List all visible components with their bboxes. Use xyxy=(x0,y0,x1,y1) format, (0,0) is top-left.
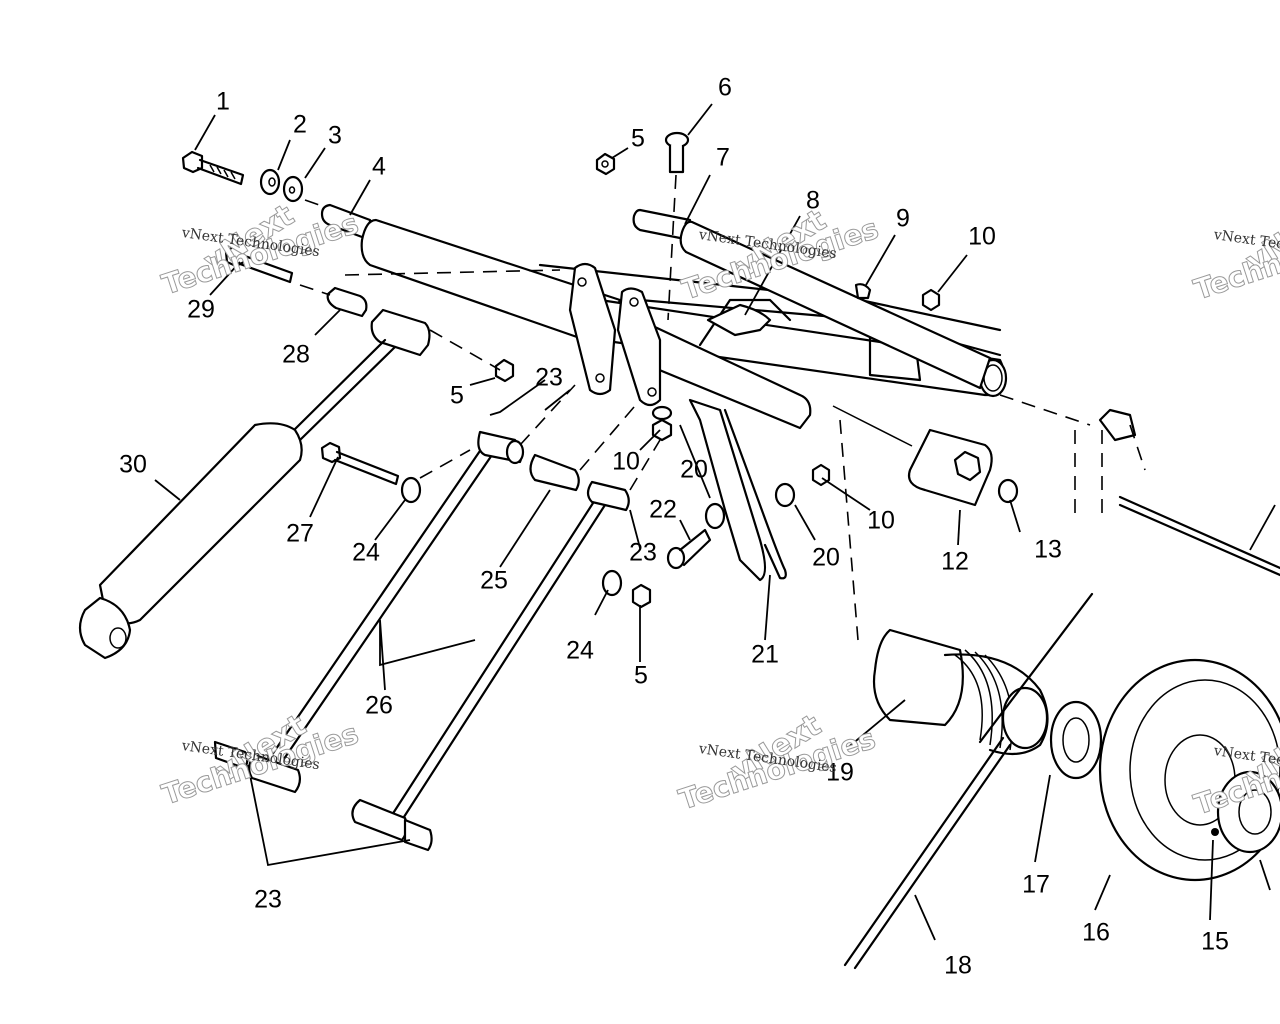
callout-25: 25 xyxy=(480,566,508,595)
part-2-washer xyxy=(259,168,281,196)
callout-21: 21 xyxy=(751,640,779,669)
callout-28: 28 xyxy=(282,340,310,369)
callout-26: 26 xyxy=(365,691,393,720)
part-19-spring-spindle xyxy=(872,592,1094,756)
callout-8: 8 xyxy=(806,186,820,215)
callout-23: 23 xyxy=(535,363,563,392)
callout-15: 15 xyxy=(1201,927,1229,956)
callout-30: 30 xyxy=(119,450,147,479)
callout-13: 13 xyxy=(1034,535,1062,564)
callout-24: 24 xyxy=(566,636,594,665)
callout-18: 18 xyxy=(944,951,972,980)
callout-12: 12 xyxy=(941,547,969,576)
part-3-washer xyxy=(282,175,304,203)
callout-24: 24 xyxy=(352,538,380,567)
part-22-bolt xyxy=(666,528,712,570)
callout-9: 9 xyxy=(896,204,910,233)
mount-brackets xyxy=(568,262,772,407)
callout-19: 19 xyxy=(826,758,854,787)
part-17-washer xyxy=(1049,700,1103,780)
part-11-clip xyxy=(1098,408,1137,442)
assembly-dash-lines xyxy=(299,199,1146,641)
callout-2: 2 xyxy=(293,110,307,139)
callout-7: 7 xyxy=(716,143,730,172)
part-15-setscrew xyxy=(1211,828,1219,836)
part-26-rods xyxy=(213,430,630,852)
callout-17: 17 xyxy=(1022,870,1050,899)
callout-4: 4 xyxy=(372,152,386,181)
callout-27: 27 xyxy=(286,519,314,548)
callout-5: 5 xyxy=(450,381,464,410)
callout-23: 23 xyxy=(629,538,657,567)
callout-29: 29 xyxy=(187,295,215,324)
part-14-hub xyxy=(1216,770,1280,854)
part-27-bolt xyxy=(320,441,400,486)
callout-10: 10 xyxy=(968,222,996,251)
callout-20: 20 xyxy=(812,543,840,572)
callout-10: 10 xyxy=(612,447,640,476)
part-7-tube xyxy=(632,208,992,390)
callout-3: 3 xyxy=(328,121,342,150)
part-18-spring-arm xyxy=(843,736,1012,970)
callout-23: 23 xyxy=(254,885,282,914)
part-6-bolt xyxy=(664,131,690,321)
callout-10: 10 xyxy=(867,506,895,535)
callout-20: 20 xyxy=(680,455,708,484)
callout-5: 5 xyxy=(631,124,645,153)
part-1-bolt xyxy=(181,150,245,186)
callout-22: 22 xyxy=(649,495,677,524)
axle-rod xyxy=(1118,495,1280,577)
part-12-block xyxy=(832,405,993,507)
part-30-shock xyxy=(78,308,431,660)
part-28-bushing xyxy=(326,286,368,318)
part-21-plate xyxy=(688,398,787,582)
part-4-tube xyxy=(320,203,622,347)
callout-6: 6 xyxy=(718,73,732,102)
nuts xyxy=(494,152,941,609)
callout-16: 16 xyxy=(1082,918,1110,947)
callout-leaders xyxy=(154,103,1276,941)
callout-5: 5 xyxy=(634,661,648,690)
callout-1: 1 xyxy=(216,87,230,116)
part-29-bolt xyxy=(224,244,294,284)
